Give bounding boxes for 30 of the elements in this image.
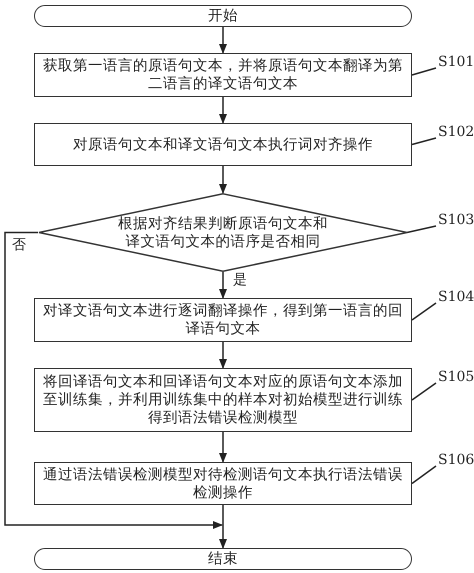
step-label: S104: [438, 289, 474, 305]
arrow: [219, 342, 227, 369]
arrow: [219, 505, 227, 549]
step-label: S103: [438, 212, 474, 228]
process-box: 通过语法错误检测模型对待检测语句文本执行语法错误检测操作: [34, 462, 412, 505]
step-label: S102: [438, 124, 474, 140]
process-box: 对译文语句文本进行逐词翻译操作，得到第一语言的回译语句文本: [34, 298, 412, 342]
step-label: S106: [438, 452, 474, 468]
leader-line: [412, 67, 436, 76]
arrow: [219, 27, 227, 54]
leader-line: [412, 465, 436, 484]
edge-label: 是: [233, 272, 247, 288]
edge-label: 否: [12, 236, 26, 252]
arrow: [219, 97, 227, 124]
terminal-box: 结束: [34, 548, 412, 570]
decision-diamond: 根据对齐结果判断原语句文本和译文语句文本的语序是否相同: [38, 193, 408, 272]
arrow: [219, 432, 227, 463]
process-box: 对原语句文本和译文语句文本执行词对齐操作: [34, 123, 412, 166]
step-label: S101: [438, 54, 474, 70]
leader-line: [412, 382, 436, 401]
leader-line: [412, 137, 436, 146]
arrow: [4, 232, 223, 529]
leader-line: [412, 302, 436, 321]
arrow: [219, 272, 227, 299]
terminal-box: 开始: [34, 5, 412, 27]
process-box: 获取第一语言的原语句文本，并将原语句文本翻译为第二语言的译文语句文本: [34, 53, 412, 97]
process-box: 将回译语句文本和回译语句文本对应的原语句文本添加至训练集，并利用训练集中的样本对初始模型进行训练得到语法错误检测模型: [34, 368, 412, 432]
arrow: [219, 166, 227, 194]
step-label: S105: [438, 369, 474, 385]
leader-line: [406, 225, 436, 234]
